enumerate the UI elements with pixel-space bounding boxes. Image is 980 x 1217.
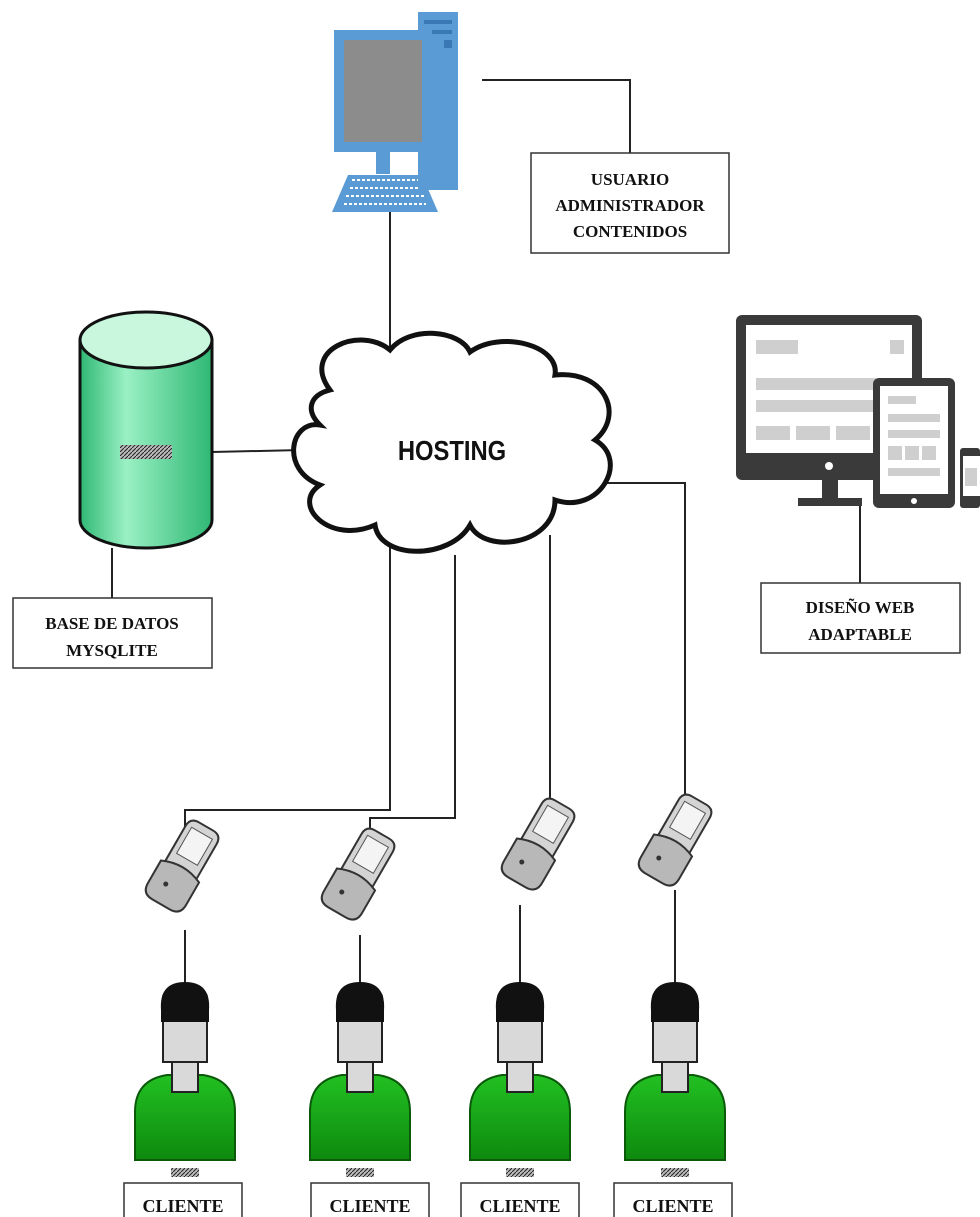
admin-label-line-2: ADMINISTRADOR [555,196,705,215]
wire-computer-to-admin-label [482,79,631,153]
responsive-label-line-2: ADAPTABLE [808,625,912,644]
phone-icon-3 [500,797,576,891]
responsive-label-box: DISEÑO WEB ADAPTABLE [760,582,961,654]
wire-cloud-to-client-4 [605,482,686,820]
client-label-4: CLIENTE [632,1196,713,1216]
person-icon-1 [134,982,236,1177]
admin-label-line-1: USUARIO [591,170,669,189]
database-label-line-2: MYSQLITE [66,641,158,660]
person-icon-3 [469,982,571,1177]
admin-label-box: USUARIO ADMINISTRADOR CONTENIDOS [530,152,730,254]
person-icon-2 [309,982,411,1177]
client-label-3: CLIENTE [479,1196,560,1216]
wire-database-to-cloud [211,449,303,453]
phone-icon-1 [144,819,220,913]
database-label-box: BASE DE DATOS MYSQLITE [12,597,213,669]
phone-icon-2 [320,827,396,921]
client-label-box-3: CLIENTE [460,1182,580,1217]
database-label-line-1: BASE DE DATOS [45,614,179,633]
client-label-1: CLIENTE [142,1196,223,1216]
responsive-devices-icon [736,315,980,508]
connection-lines [111,79,861,1000]
admin-label-line-3: CONTENIDOS [573,222,687,241]
cloud-label: HOSTING [398,434,506,466]
computer-icon [332,12,458,212]
phone-icon-4 [637,793,713,887]
client-label-box-4: CLIENTE [613,1182,733,1217]
person-icon-4 [624,982,726,1177]
client-label-box-2: CLIENTE [310,1182,430,1217]
wire-cloud-to-client-1 [184,542,391,838]
client-label-box-1: CLIENTE [123,1182,243,1217]
cloud-icon: HOSTING [291,330,613,554]
responsive-label-line-1: DISEÑO WEB [806,598,915,617]
database-icon [78,310,214,550]
client-label-2: CLIENTE [329,1196,410,1216]
